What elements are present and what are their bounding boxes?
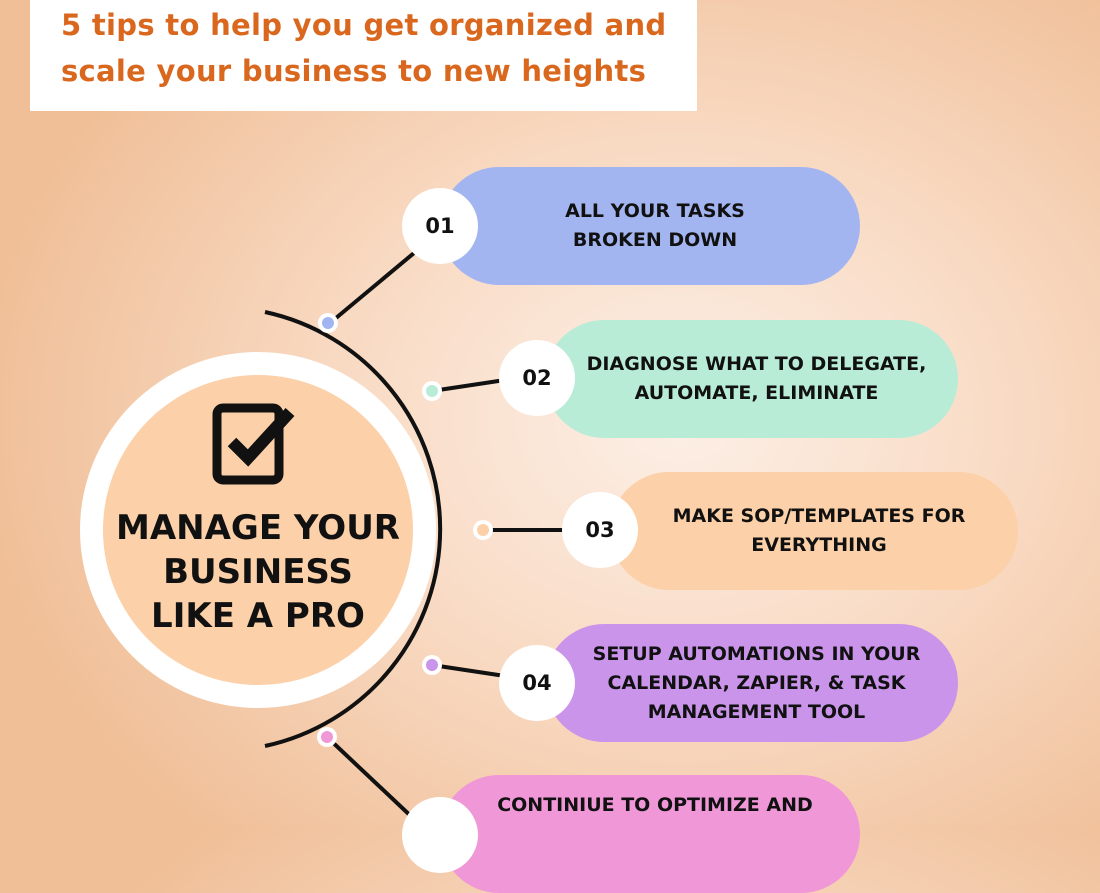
connector-4: [431, 663, 506, 678]
header-line-2: scale your business to new heights: [61, 54, 647, 88]
connector-2: [431, 378, 506, 393]
connector-lines: [264, 246, 568, 822]
step-2-number: 02: [499, 340, 575, 416]
center-title-line-2: BUSINESS: [163, 552, 353, 592]
step-5-pill: CONTINIUE TO OPTIMIZE AND: [440, 775, 860, 893]
step-1-pill: ALL YOUR TASKS BROKEN DOWN: [440, 167, 860, 285]
center-circle: [103, 375, 413, 685]
checkbox-check-icon: [212, 403, 295, 485]
timeline-arc: [264, 310, 443, 748]
step-2-line-1: DIAGNOSE WHAT TO DELEGATE,: [586, 353, 927, 375]
step-4-line-1: SETUP AUTOMATIONS IN YOUR: [592, 642, 921, 665]
center-title: MANAGE YOUR BUSINESS LIKE A PRO: [100, 506, 416, 638]
step-5-number: [402, 797, 478, 873]
arc-dots: [317, 313, 493, 747]
header-banner: 5 tips to help you get organized and sca…: [30, 0, 697, 111]
header-line-1: 5 tips to help you get organized and: [61, 8, 667, 42]
step-4-pill: SETUP AUTOMATIONS IN YOUR CALENDAR, ZAPIE…: [545, 624, 958, 742]
connector-1: [328, 246, 422, 325]
center-title-line-3: LIKE A PRO: [151, 596, 365, 636]
center-title-line-1: MANAGE YOUR: [116, 508, 400, 548]
step-3-pill: MAKE SOP/TEMPLATES FOR EVERYTHING: [610, 472, 1018, 590]
step-4-number: 04: [499, 645, 575, 721]
step-4-line-2: CALENDAR, ZAPIER, & TASK: [607, 671, 906, 694]
step-3-line-2: EVERYTHING: [751, 534, 887, 556]
step-3-line-1: MAKE SOP/TEMPLATES FOR: [672, 505, 966, 527]
step-3-number: 03: [562, 492, 638, 568]
connector-5: [325, 735, 417, 822]
step-1-number: 01: [402, 188, 478, 264]
step-4-line-3: MANAGEMENT TOOL: [647, 700, 866, 723]
step-1-line-2: BROKEN DOWN: [572, 229, 738, 251]
step-2-pill: DIAGNOSE WHAT TO DELEGATE, AUTOMATE, ELIM…: [545, 320, 958, 438]
step-1-line-1: ALL YOUR TASKS: [565, 200, 745, 222]
step-2-line-2: AUTOMATE, ELIMINATE: [634, 382, 879, 404]
step-5-line-1: CONTINIUE TO OPTIMIZE AND: [497, 794, 813, 816]
